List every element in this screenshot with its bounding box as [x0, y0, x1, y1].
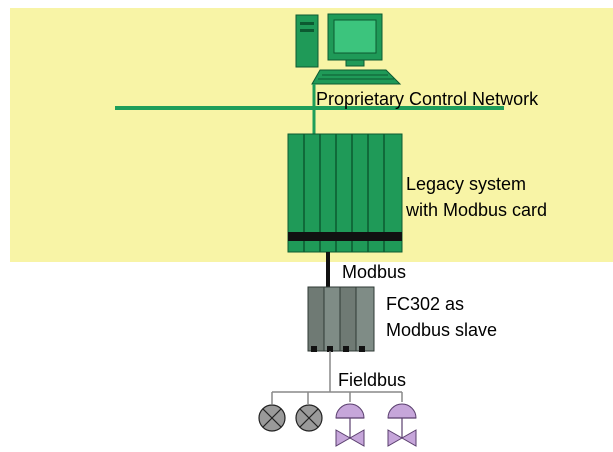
- valve-icon: [335, 403, 365, 447]
- fieldbus-label: Fieldbus: [338, 370, 406, 390]
- legacy-system-rack: [287, 133, 403, 253]
- network-label: Proprietary Control Network: [316, 89, 539, 109]
- legacy-label-line1: Legacy system: [406, 174, 526, 194]
- legacy-label-line2: with Modbus card: [405, 200, 547, 220]
- fc302-label-line2: Modbus slave: [386, 320, 497, 340]
- valve-icon: [387, 403, 417, 447]
- fc302-rack: [307, 286, 375, 352]
- fc302-label-line1: FC302 as: [386, 294, 464, 314]
- sensor-icon: [295, 404, 323, 432]
- sensor-icon: [258, 404, 286, 432]
- modbus-label: Modbus: [342, 262, 406, 282]
- computer-icon: [295, 13, 402, 85]
